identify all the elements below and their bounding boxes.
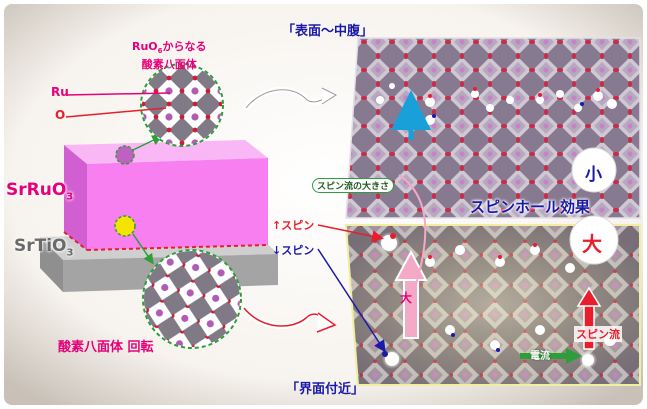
octahedra-zoom-circle xyxy=(140,63,224,147)
o-pointer xyxy=(65,107,167,118)
spin-up-label: ↑スピン xyxy=(272,219,315,232)
srtio3-label: SrTiO3 xyxy=(14,236,74,259)
spin-hall-effect-label: スピンホール効果 xyxy=(470,198,591,216)
ru-label: Ru xyxy=(51,85,69,99)
ru-pointer xyxy=(65,92,171,96)
octahedra-label: RuO6からなる 酸素八面体 xyxy=(132,40,207,72)
zoom-link-bottom xyxy=(132,233,154,265)
large-label: 大 xyxy=(400,291,413,305)
spin-size-connector xyxy=(398,174,427,301)
srruo3-label: SrRuO3 xyxy=(6,180,74,203)
srruo3-film xyxy=(63,140,269,251)
effect-large-text: 大 xyxy=(582,232,602,256)
surface-marker xyxy=(115,145,135,165)
interface-marker xyxy=(114,215,136,237)
surface-region-label: 「表面～中腹」 xyxy=(282,24,374,39)
electric-current-label: 電流 xyxy=(530,351,550,362)
spin-down-pointer xyxy=(317,248,386,353)
interface-lattice-panel xyxy=(344,224,641,386)
rotation-label: 酸素八面体 回転 xyxy=(58,340,154,355)
small-label: 小 xyxy=(407,124,417,135)
spin-current-label: スピン流 xyxy=(574,326,622,342)
effect-small-text: 小 xyxy=(585,165,602,185)
zoom-link-top xyxy=(132,135,163,151)
effect-large-badge xyxy=(569,215,619,265)
o-label: O xyxy=(55,108,66,122)
spin-up-pointer xyxy=(317,224,384,243)
spin-current-size-label: スピン流の大きさ xyxy=(312,178,395,193)
rotated-octahedra-zoom-circle xyxy=(142,249,242,349)
spin-down-label: ↓スピン xyxy=(272,244,315,257)
effect-small-badge xyxy=(571,147,617,193)
interface-region-label: 「界面付近」 xyxy=(286,382,365,397)
